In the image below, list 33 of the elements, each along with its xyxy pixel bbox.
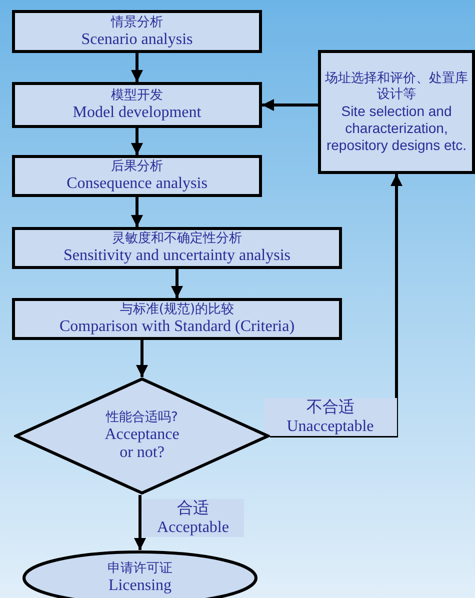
chinese-label: 性能合适吗? [106, 410, 178, 426]
chinese-label: 模型开发 [111, 88, 163, 104]
english-label: Acceptance or not? [104, 426, 180, 462]
chinese-label: 场址选择和评价、处置库设计等 [324, 70, 469, 102]
english-label: Consequence analysis [66, 175, 208, 193]
english-label: Site selection and characterization, repository designs etc. [325, 102, 468, 154]
process-box [12, 82, 262, 128]
arrow [270, 174, 402, 438]
arrow [262, 99, 318, 111]
process-box [12, 298, 342, 340]
arrow [131, 197, 143, 227]
chinese-label: 后果分析 [111, 159, 163, 175]
arrow [134, 495, 146, 550]
process-box [318, 50, 475, 174]
arrow [171, 269, 183, 298]
arrow [136, 340, 148, 377]
process-box [12, 10, 262, 53]
english-label: Licensing [108, 577, 172, 595]
arrow [131, 53, 143, 82]
decision-diamond [14, 377, 270, 495]
english-label: Model development [72, 104, 202, 122]
english-label: Comparison with Standard (Criteria) [59, 318, 295, 336]
chinese-label: 申请许可证 [108, 561, 172, 577]
english-label: Scenario analysis [81, 30, 193, 48]
edge-label: 不合适 Unacceptable [264, 398, 396, 436]
process-box [12, 227, 342, 269]
process-box [12, 155, 262, 197]
chinese-label: 与标准(规范)的比较 [120, 302, 234, 318]
chinese-label: 灵敏度和不确定性分析 [112, 231, 242, 247]
arrow [131, 128, 143, 155]
edge-label: 合适 Acceptable [142, 499, 244, 537]
chinese-label: 情景分析 [111, 14, 163, 30]
english-label: Sensitivity and uncertainty analysis [63, 247, 291, 265]
